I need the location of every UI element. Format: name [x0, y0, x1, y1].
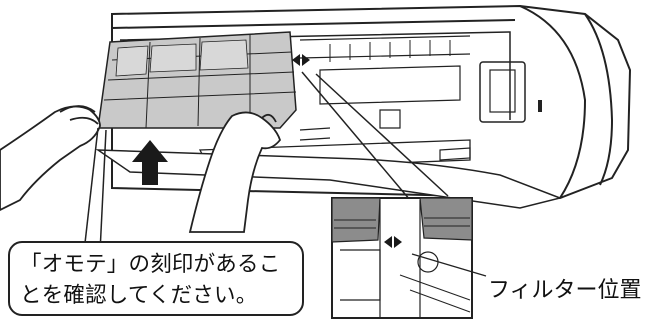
left-right-arrow-marker-icon: [292, 54, 310, 66]
callout-box: 「オモテ」の刻印があるこ とを確認してください。: [8, 241, 304, 316]
hands: [0, 105, 282, 233]
callout-line-2: とを確認してください。: [20, 283, 258, 308]
air-filter: [97, 31, 297, 129]
filter-position-label: フィルター位置: [488, 278, 642, 303]
inset-detail: [331, 197, 487, 319]
callout-line-1: 「オモテ」の刻印があるこ: [20, 252, 281, 277]
leader-lines: [83, 71, 449, 253]
up-arrow-icon: [132, 140, 168, 185]
